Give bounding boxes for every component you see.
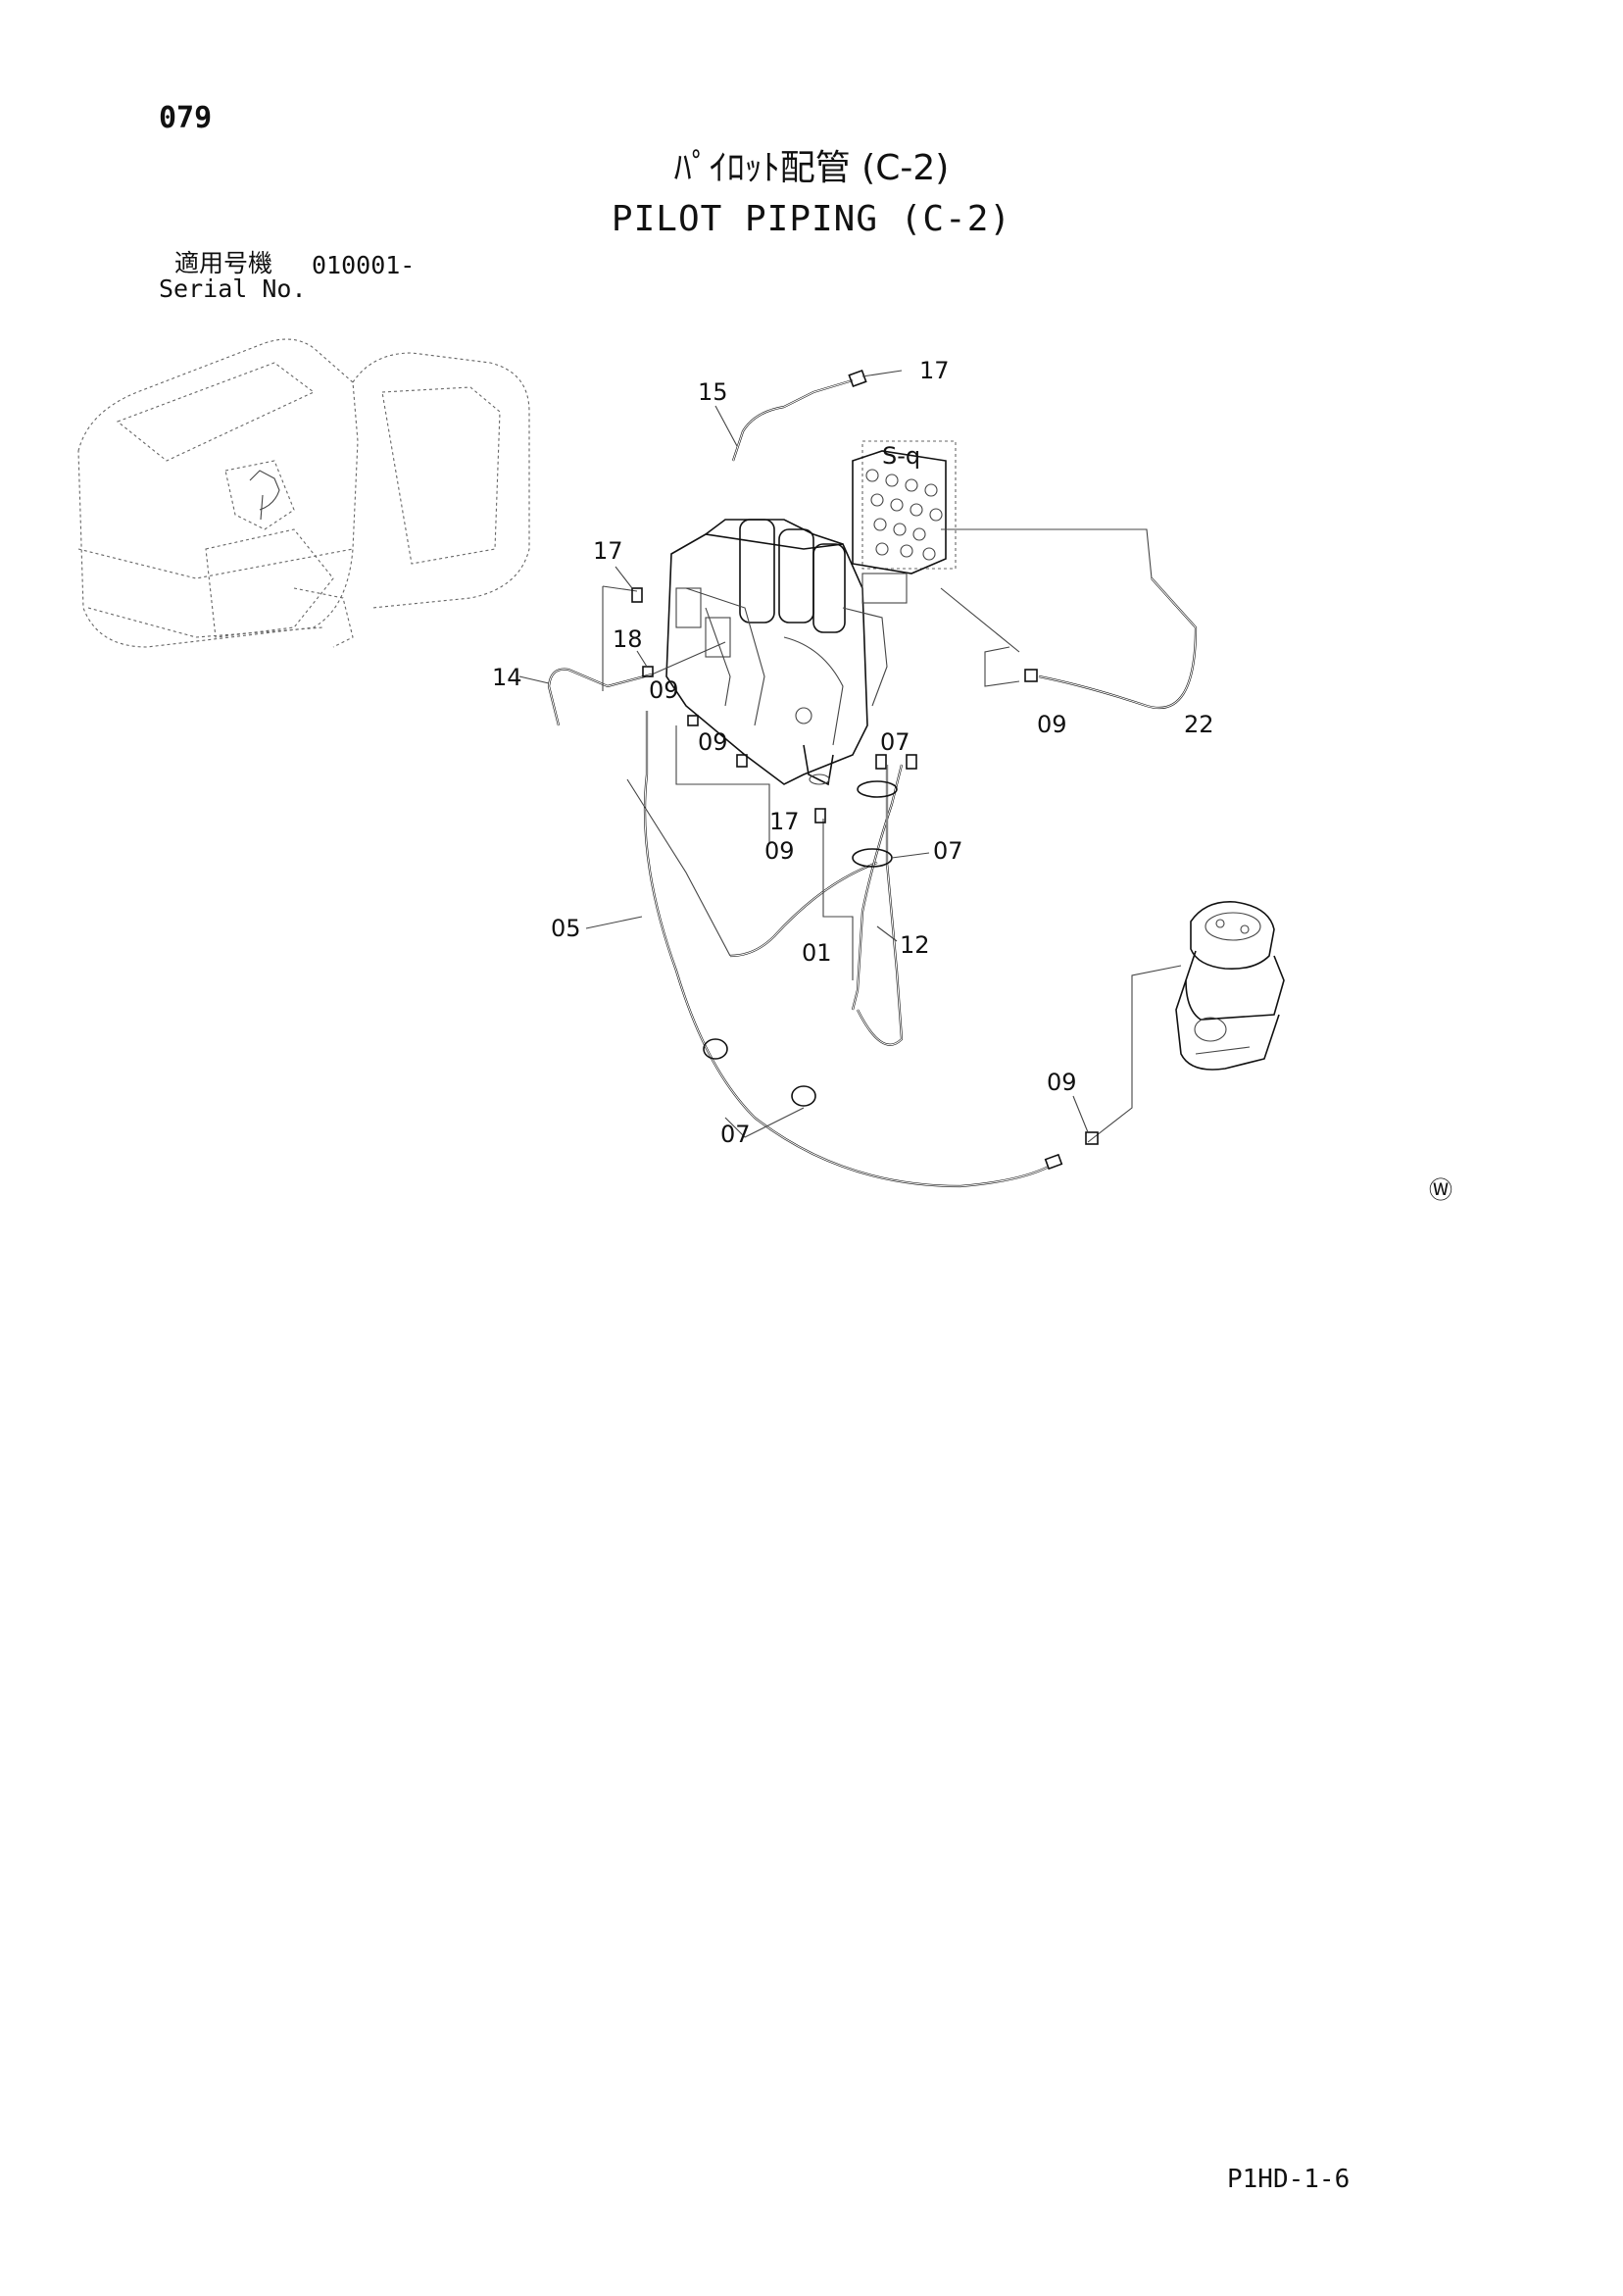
callout-07-upper: 07 <box>880 728 910 756</box>
callout-labels: 15 17 17 18 14 09 09 17 09 07 07 09 22 0… <box>492 357 1452 1204</box>
valve-tag: S-q <box>882 442 920 470</box>
serial-number-value: 010001- <box>312 251 416 279</box>
excavator-overview-sketch <box>77 338 530 648</box>
hose-lines <box>518 369 1198 1188</box>
callout-01: 01 <box>802 939 832 967</box>
callout-07-bottom: 07 <box>720 1121 751 1148</box>
callout-09-upper: 09 <box>649 676 679 704</box>
callout-17-top: 17 <box>919 357 950 384</box>
footer-drawing-code: P1HD-1-6 <box>1227 2165 1351 2194</box>
swing-motor <box>1175 901 1285 1071</box>
serial-label-english: Serial No. <box>159 275 307 303</box>
w-circle-mark: Ⓦ <box>1429 1176 1452 1204</box>
page-number: 079 <box>159 101 213 135</box>
callout-22: 22 <box>1184 711 1214 738</box>
callout-18: 18 <box>613 625 643 653</box>
callout-09-right: 09 <box>1037 711 1067 738</box>
title-english: PILOT PIPING (C-2) <box>611 199 1012 239</box>
callout-07-middle: 07 <box>933 837 963 865</box>
callout-09-lower: 09 <box>764 837 795 865</box>
title-japanese: ﾊﾟｲﾛｯﾄ配管 (C-2) <box>673 148 950 188</box>
control-valve-body <box>665 519 888 786</box>
callout-17-lower: 17 <box>769 808 800 835</box>
serial-label-japanese: 適用号機 <box>174 249 273 277</box>
callout-15: 15 <box>698 378 728 406</box>
callout-09-bottom: 09 <box>1047 1069 1077 1096</box>
callout-09-middle: 09 <box>698 728 728 756</box>
callout-14: 14 <box>492 664 522 691</box>
callout-05: 05 <box>551 915 581 942</box>
pilot-valve-block: S-q <box>852 440 957 604</box>
callout-12: 12 <box>900 931 930 959</box>
callout-17-left: 17 <box>593 537 623 565</box>
